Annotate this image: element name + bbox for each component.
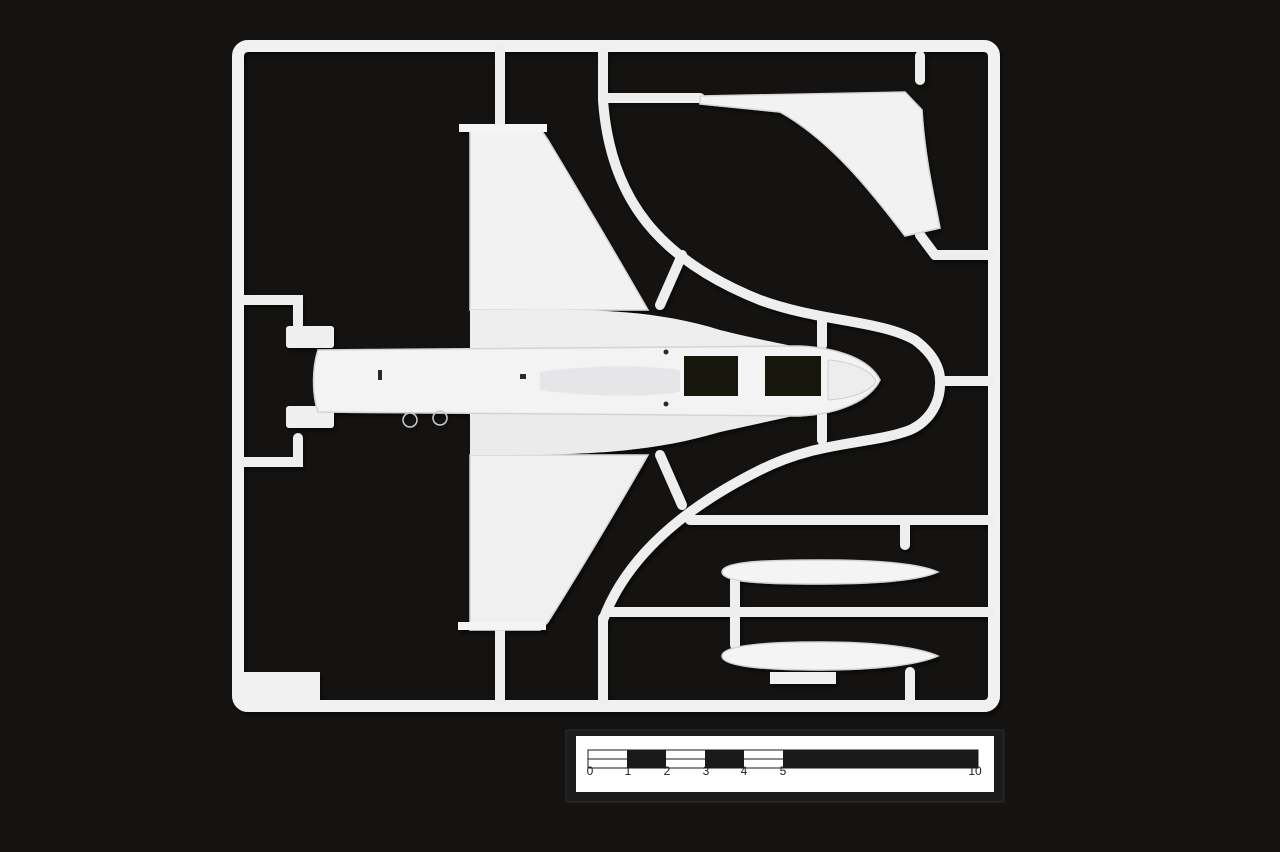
scale-label-5: 5 — [779, 764, 787, 778]
sprue-tab — [244, 672, 320, 702]
cockpit-frame — [740, 362, 762, 390]
spine-detail — [540, 366, 680, 396]
scale-label-2: 2 — [663, 764, 671, 778]
fuel-tank-upper — [721, 559, 940, 585]
scale-segment — [627, 750, 666, 768]
fuselage-hole — [378, 370, 382, 380]
fuel-tank-lower — [721, 641, 940, 671]
nose-cone — [827, 359, 877, 401]
scale-label-10: 10 — [968, 764, 982, 778]
fuselage-hole — [663, 401, 669, 407]
strake-lower — [470, 412, 800, 456]
wing-gate-bottom — [458, 622, 546, 630]
ejector-mark — [402, 412, 418, 428]
fuselage-hole — [520, 374, 526, 379]
sprue-assembly — [232, 40, 1000, 712]
scale-segment — [705, 750, 744, 768]
scale-label-3: 3 — [702, 764, 710, 778]
wing-gate-top — [459, 124, 547, 132]
wing-lower — [469, 454, 650, 631]
strake-upper — [470, 309, 800, 352]
cockpit-opening-rear — [684, 356, 738, 396]
scale-segment — [783, 750, 978, 768]
scale-bar — [565, 729, 1005, 803]
scale-label-4: 4 — [740, 764, 748, 778]
tail-fin — [699, 91, 941, 237]
sprue-runners — [239, 43, 995, 705]
tank-pylon — [770, 672, 836, 684]
cockpit-opening-front — [765, 356, 821, 396]
fuselage-hole — [663, 349, 669, 355]
tailplane-upper — [286, 326, 334, 348]
ejector-mark — [432, 410, 448, 426]
scale-label-1: 1 — [624, 764, 632, 778]
sprue-frame-outer — [232, 40, 1000, 712]
scale-label-0: 0 — [586, 764, 594, 778]
wing-upper — [469, 127, 650, 311]
